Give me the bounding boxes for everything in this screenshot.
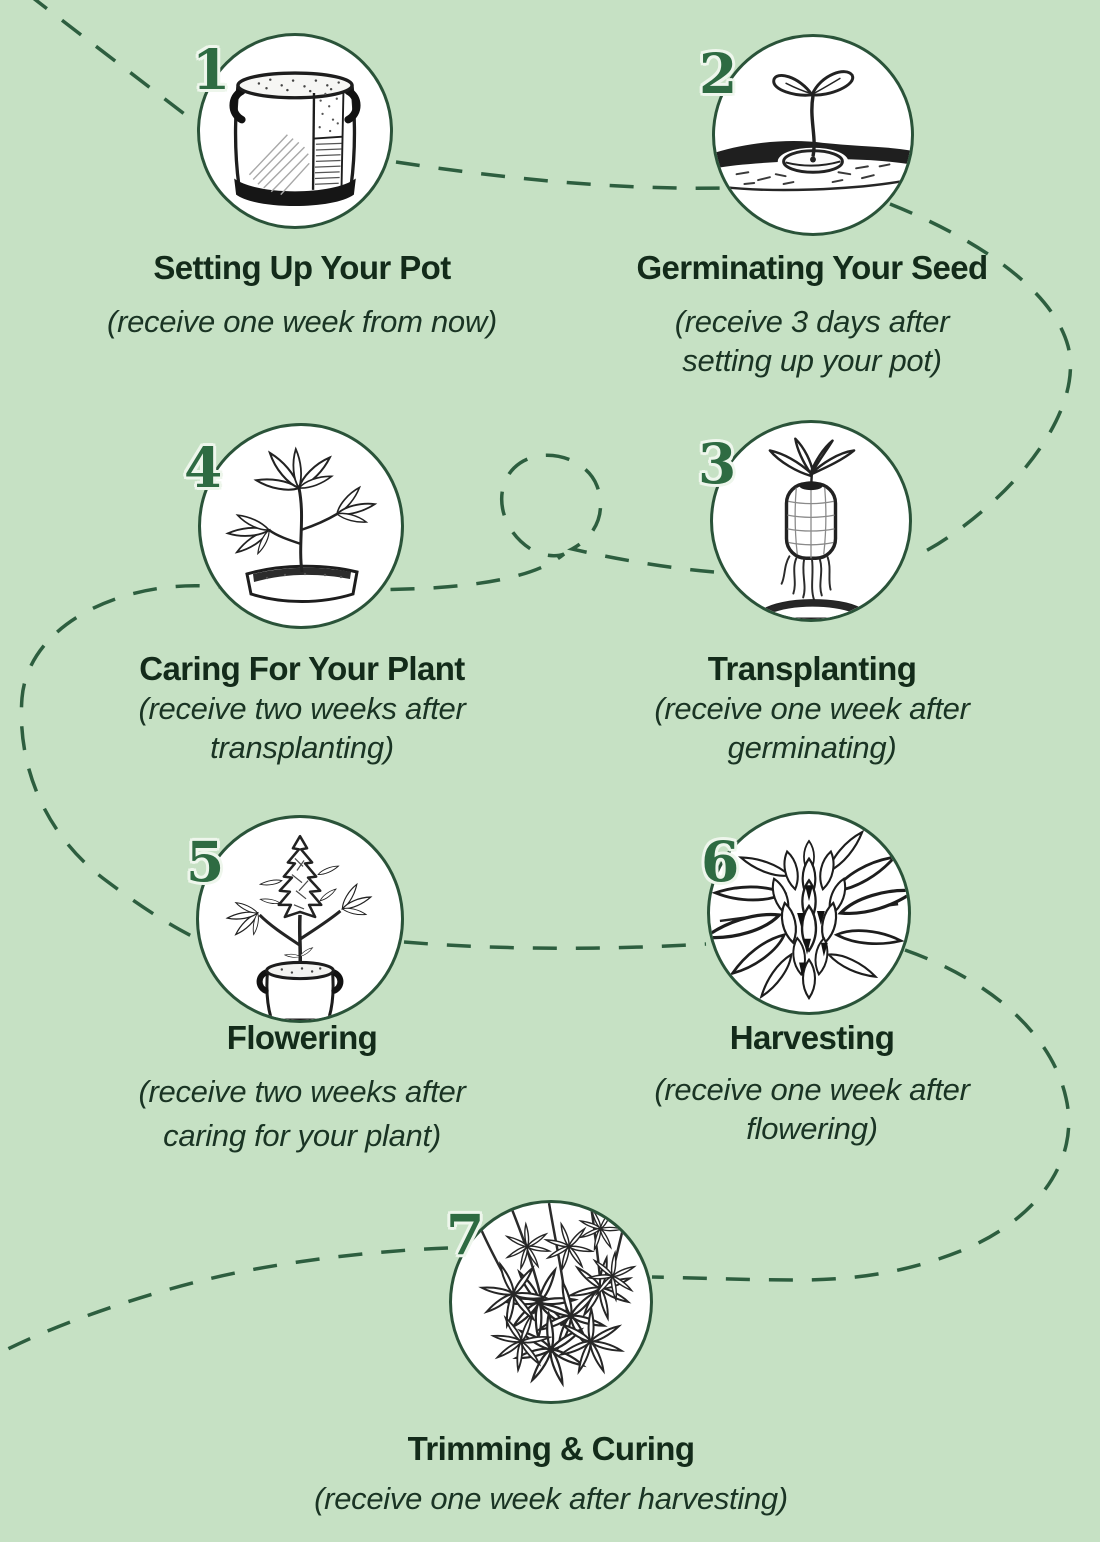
harvest-bud-icon bbox=[710, 830, 908, 1000]
step-6-circle bbox=[707, 811, 911, 1015]
path-step1-to-step2 bbox=[395, 160, 725, 190]
path-step6-to-step7 bbox=[651, 948, 1071, 1282]
subtitle-line: (receive one week from now) bbox=[107, 304, 497, 339]
step-3-subtitle: (receive one week after germinating) bbox=[532, 689, 1092, 767]
step-6-subtitle: (receive one week after flowering) bbox=[532, 1070, 1092, 1148]
flowering-plant-icon bbox=[226, 834, 373, 1020]
step-1-circle bbox=[197, 33, 393, 229]
step-7-number: 7 bbox=[446, 1202, 485, 1267]
path-step5-to-step6 bbox=[403, 940, 707, 951]
step-5-number: 5 bbox=[186, 829, 225, 894]
step-2-title: Germinating Your Seed bbox=[636, 249, 988, 286]
subtitle-line: (receive one week after harvesting) bbox=[314, 1481, 788, 1516]
path-step3-to-step5-with-loop bbox=[19, 453, 715, 942]
step-4-number: 4 bbox=[184, 435, 223, 500]
step-2-number: 2 bbox=[699, 41, 738, 106]
step-5-title: Flowering bbox=[226, 1019, 378, 1056]
step-3-circle bbox=[710, 420, 912, 622]
step-4-title: Caring For Your Plant bbox=[139, 650, 465, 687]
subtitle-line: (receive one week after bbox=[654, 1072, 970, 1107]
subtitle-line: transplanting) bbox=[210, 730, 394, 765]
seedling-sprout-icon bbox=[715, 70, 911, 192]
path-step7-exit bbox=[1, 1246, 449, 1354]
step-6-title: Harvesting bbox=[729, 1019, 895, 1056]
step-3-number: 3 bbox=[698, 431, 737, 496]
subtitle-line: (receive two weeks after bbox=[138, 1074, 466, 1109]
young-plant-icon bbox=[226, 446, 376, 603]
subtitle-line: (receive one week after bbox=[654, 691, 970, 726]
step-7-circle bbox=[449, 1200, 653, 1404]
path-step2-to-step3 bbox=[889, 202, 1073, 559]
step-6-number: 6 bbox=[701, 829, 740, 894]
step-4-circle bbox=[198, 423, 404, 629]
step-2-circle bbox=[712, 34, 914, 236]
step-5-subtitle: (receive two weeks after caring for your… bbox=[22, 1070, 582, 1158]
subtitle-line: (receive two weeks after bbox=[138, 691, 466, 726]
step-1-subtitle: (receive one week from now) bbox=[22, 302, 582, 341]
subtitle-line: germinating) bbox=[727, 730, 897, 765]
step-4-subtitle: (receive two weeks after transplanting) bbox=[22, 689, 582, 767]
subtitle-line: setting up your pot) bbox=[682, 343, 942, 378]
subtitle-line: flowering) bbox=[746, 1111, 878, 1146]
transplant-plug-icon bbox=[760, 437, 862, 619]
step-1-title: Setting Up Your Pot bbox=[153, 249, 451, 286]
step-7-subtitle: (receive one week after harvesting) bbox=[231, 1479, 871, 1518]
step-3-title: Transplanting bbox=[707, 650, 917, 687]
step-2-subtitle: (receive 3 days after setting up your po… bbox=[532, 302, 1092, 380]
path-entry-to-step1 bbox=[32, 0, 202, 128]
subtitle-line: (receive 3 days after bbox=[674, 304, 950, 339]
step-1-number: 1 bbox=[192, 37, 231, 102]
subtitle-line: caring for your plant) bbox=[163, 1118, 441, 1153]
step-7-title: Trimming & Curing bbox=[407, 1430, 695, 1467]
grow-bag-icon bbox=[229, 71, 361, 207]
step-5-circle bbox=[196, 815, 404, 1023]
